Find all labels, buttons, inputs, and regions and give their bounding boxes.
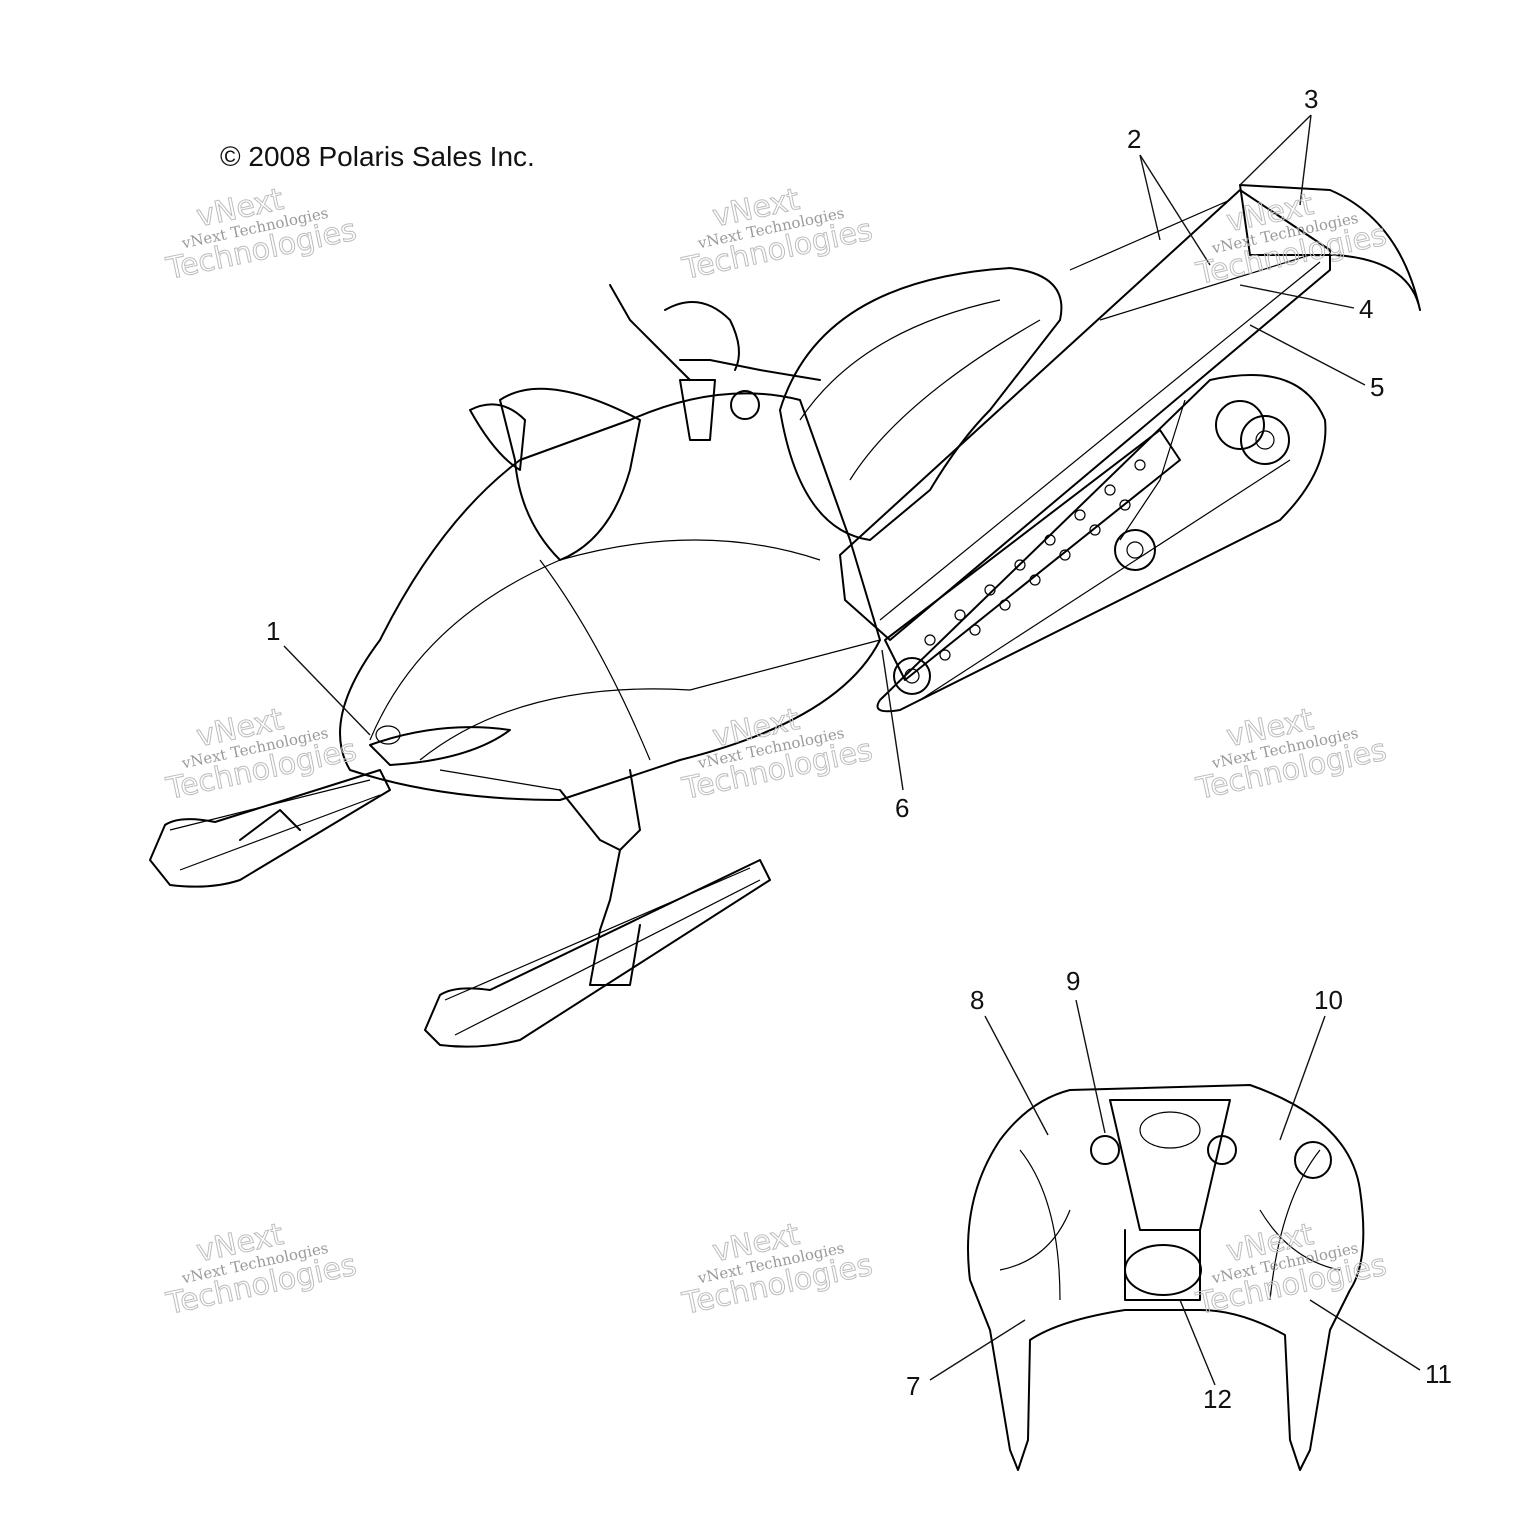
callout-11: 11 [1425, 1359, 1452, 1389]
callout-9: 9 [1066, 966, 1080, 996]
handlebar [679, 359, 821, 381]
idler-wheel-front [893, 657, 931, 695]
callout-3: 3 [1304, 84, 1318, 114]
watermarks: vNext vNext Technologies Technologies vN… [162, 182, 1390, 1323]
tunnel [839, 189, 1331, 641]
headlight [369, 726, 511, 766]
seat [779, 267, 1063, 541]
hood-underside-drawing [967, 1084, 1365, 1471]
track-outline [876, 374, 1327, 713]
front-suspension [559, 769, 641, 851]
hood-center-hole [1124, 1244, 1202, 1296]
callout-12: 12 [1203, 1384, 1232, 1414]
hood-right-lamp-hole [1207, 1135, 1237, 1165]
rear-wheel [1215, 400, 1265, 450]
ski-left [149, 769, 391, 888]
fuel-cap [730, 390, 760, 420]
rear-flap [1239, 184, 1421, 311]
hood [339, 392, 881, 801]
idler-wheel-middle [1114, 529, 1156, 571]
hood-left-lamp-hole [1090, 1135, 1120, 1165]
handlebar-left-grip [609, 284, 691, 381]
ski-right [424, 859, 771, 1048]
snowmobile-drawing [149, 184, 1421, 1048]
callout-5: 5 [1370, 372, 1384, 402]
callout-2: 2 [1127, 124, 1141, 154]
callout-1: 1 [266, 616, 280, 646]
callout-labels: 1 2 3 4 5 6 7 8 9 10 11 12 [266, 84, 1452, 1414]
hood-center-vent [1109, 1099, 1231, 1231]
mirror-loop [664, 301, 740, 371]
hood-right-mount [1294, 1141, 1332, 1179]
callout-6: 6 [895, 793, 909, 823]
callout-10: 10 [1314, 985, 1343, 1015]
callout-7: 7 [906, 1371, 920, 1401]
hood-panel [967, 1084, 1365, 1471]
windshield [499, 387, 641, 561]
steering-post [679, 379, 716, 441]
copyright-text: © 2008 Polaris Sales Inc. [220, 141, 535, 172]
callout-4: 4 [1359, 294, 1373, 324]
callout-8: 8 [970, 985, 984, 1015]
running-board [884, 429, 1181, 681]
